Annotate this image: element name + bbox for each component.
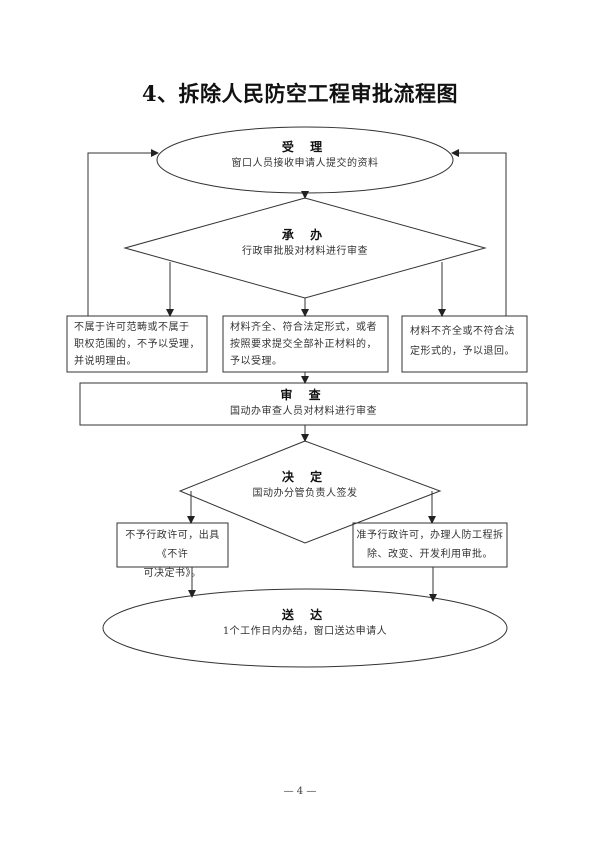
- undertake-node: 承 办 行政审批股对材料进行审查: [180, 226, 430, 260]
- reject-scope-line-2: 职权范围的，不予以受理，: [74, 339, 200, 350]
- accept-complete-text: 材料齐全、符合法定形式，或者 按照要求提交全部补正材料的， 予以受理。: [230, 319, 388, 370]
- deliver-node: 送 达 1个工作日内办结，窗口送达申请人: [140, 606, 470, 640]
- accept-node: 受 理 窗口人员接收申请人提交的资料: [160, 138, 450, 172]
- deny-line-2: 可决定书》。: [143, 568, 202, 579]
- return-incomplete-line-2: 定形式的，予以退回。: [410, 346, 515, 357]
- approve-line-2: 除、改变、开发利用审批。: [367, 549, 493, 560]
- approve-line-1: 准予行政许可，办理人防工程拆: [356, 530, 504, 541]
- return-incomplete-box: [401, 315, 528, 373]
- reject-scope-box: [66, 315, 208, 373]
- return-incomplete-line-1: 材料不齐全或不符合法: [410, 326, 515, 337]
- decide-desc: 国动办分管负责人签发: [252, 488, 358, 499]
- deny-box: [116, 522, 229, 568]
- review-node: 审 查 国动办审查人员对材料进行审查: [80, 386, 527, 420]
- arrow-reject-to-accept: [87, 149, 159, 316]
- reject-scope-line-3: 并说明理由。: [74, 356, 137, 367]
- page-title: 4、拆除人民防空工程审批流程图: [141, 81, 459, 106]
- return-incomplete-text: 材料不齐全或不符合法 定形式的，予以退回。: [410, 322, 526, 362]
- deliver-title: 送 达: [281, 608, 329, 622]
- deliver-ellipse: [102, 588, 508, 668]
- arrow-return-to-accept: [451, 149, 507, 316]
- undertake-desc: 行政审批股对材料进行审查: [242, 246, 368, 257]
- accept-desc: 窗口人员接收申请人提交的资料: [231, 158, 379, 169]
- reject-scope-line-1: 不属于许可范畴或不属于: [74, 322, 190, 333]
- decide-node: 决 定 国动办分管负责人签发: [210, 468, 400, 502]
- decide-diamond: [178, 440, 442, 544]
- page-number: — 4 —: [283, 786, 317, 797]
- accept-complete-line-1: 材料齐全、符合法定形式，或者: [230, 322, 377, 333]
- accept-title: 受 理: [281, 140, 329, 154]
- approve-text: 准予行政许可，办理人防工程拆 除、改变、开发利用审批。: [353, 526, 507, 564]
- accept-complete-line-3: 予以受理。: [230, 356, 283, 367]
- review-title: 审 查: [280, 388, 327, 402]
- reject-scope-text: 不属于许可范畴或不属于 职权范围的，不予以受理， 并说明理由。: [74, 319, 206, 370]
- deny-text: 不予行政许可，出具《不许 可决定书》。: [117, 526, 228, 583]
- deliver-desc: 1个工作日内办结，窗口送达申请人: [222, 626, 388, 637]
- accept-complete-line-2: 按照要求提交全部补正材料的，: [230, 339, 377, 350]
- undertake-title: 承 办: [281, 228, 329, 242]
- deny-line-1: 不予行政许可，出具《不许: [125, 530, 220, 560]
- decide-title: 决 定: [281, 470, 329, 484]
- review-desc: 国动办审查人员对材料进行审查: [230, 406, 377, 417]
